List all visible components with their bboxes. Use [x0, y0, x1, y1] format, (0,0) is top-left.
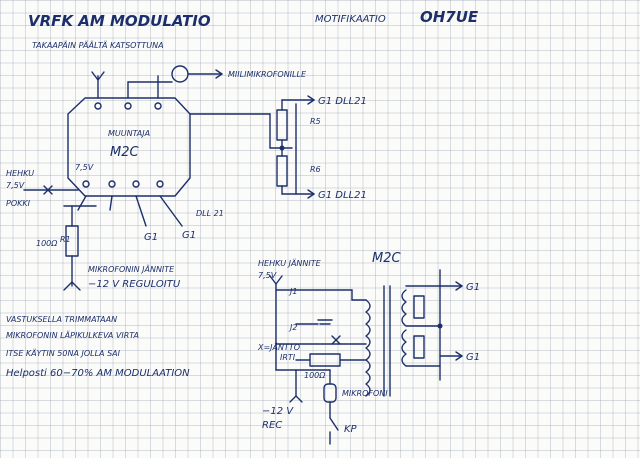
kp-label: KP — [344, 424, 358, 435]
bottom-g1-top: G1 — [466, 282, 480, 293]
g1-a: G1 — [144, 232, 158, 243]
title-modification: MOTIFIKAATIO — [315, 14, 386, 25]
bottom-heater-label: HEHKU JÄNNITE — [258, 258, 322, 268]
top-pin-2-ring — [124, 102, 132, 110]
resistor-sec-2 — [413, 335, 425, 359]
g1-b: G1 — [182, 230, 196, 241]
j2-label: J2 — [288, 323, 297, 332]
r5-label: R5 — [310, 117, 321, 126]
bottom-supply-label: −12 V — [262, 406, 294, 417]
arrow-right-icon — [215, 69, 223, 79]
top-pin-3-ring — [154, 102, 162, 110]
notes-block: VASTUKSELLA TRIMMATAAN MIKROFONIN LÄPIKU… — [6, 315, 190, 379]
chip-part: M2C — [110, 145, 139, 160]
junction-cross-icon — [331, 335, 341, 345]
title-left: VRFK AM MODULATIO — [28, 12, 211, 30]
note-line-3: ITSE KÄYTIN 50NA JOLLA SAI — [6, 348, 121, 358]
microphone-icon — [323, 383, 337, 403]
primary-coil — [365, 299, 371, 397]
pin-label: POKKI — [6, 199, 31, 208]
rec-label: REC — [262, 420, 282, 431]
bottom-transformer: HEHKU JÄNNITE 7,5V M2C J1 J2 X=JÄNTTO IR… — [257, 251, 480, 445]
bottom-mic-label: MIKROFONI — [342, 389, 388, 398]
note-line-1: VASTUKSELLA TRIMMATAAN — [6, 315, 117, 324]
r6-label: R6 — [310, 165, 321, 174]
switch-icon — [329, 417, 339, 431]
antenna-icon — [91, 71, 105, 81]
callsign: OH7UE — [420, 8, 479, 26]
resistor-100-label: 100Ω — [304, 371, 326, 380]
r1-label: R1 — [60, 235, 71, 244]
heater-label: HEHKU — [6, 169, 34, 178]
bottom-g1-bottom: G1 — [466, 352, 480, 363]
top-chip-body — [67, 97, 191, 197]
mic-label: MIILIMIKROFONILLE — [228, 70, 307, 79]
j1-label: J1 — [288, 287, 297, 296]
junction-sub: IRTI — [280, 353, 296, 362]
secondary-coil-2 — [401, 329, 407, 367]
r1-value: 100Ω — [36, 239, 58, 248]
chip-name: MUUNTAJA — [108, 129, 150, 138]
resistor-r6 — [276, 155, 288, 187]
mic-jack-icon — [171, 65, 189, 83]
mic-voltage-label: MIKROFONIN JÄNNITE — [88, 264, 175, 274]
g1-top-label: G1 DLL21 — [318, 96, 367, 107]
regulated-label: −12 V REGULOITU — [88, 279, 181, 290]
junction-label: X=JÄNTTO — [257, 342, 300, 352]
top-transformer: MIILIMIKROFONILLE MUUNTAJA M2C 7,5V G1 G… — [67, 65, 307, 243]
top-pin-1-ring — [94, 102, 102, 110]
heater-input: HEHKU 7,5V POKKI — [6, 169, 97, 208]
note-line-4: Helposti 60−70% AM MODULAATION — [6, 368, 190, 379]
cross-mark-icon — [43, 185, 53, 195]
bottom-heater-voltage: 7,5V — [258, 271, 277, 280]
resistor-sec-1 — [413, 295, 425, 319]
secondary-coil-1 — [401, 289, 407, 327]
subtitle: TAKAAPÄIN PÄÄLTÄ KATSOTTUNA — [32, 40, 164, 50]
arrow-down-icon — [63, 281, 81, 291]
resistor-divider: G1 DLL21 R5 R6 G1 DLL21 — [276, 95, 367, 201]
resistor-100 — [309, 353, 341, 367]
dll-label: DLL 21 — [196, 209, 224, 218]
resistor-r1-group: 100Ω R1 MIKROFONIN JÄNNITE −12 V REGULOI… — [36, 205, 181, 291]
supply-label: 7,5V — [75, 163, 94, 172]
g1-bottom-label: G1 DLL21 — [318, 190, 367, 201]
note-line-2: MIKROFONIN LÄPIKULKEVA VIRTA — [6, 330, 139, 340]
bottom-chip-part: M2C — [372, 251, 401, 266]
heater-voltage: 7,5V — [6, 181, 25, 190]
resistor-r5 — [276, 109, 288, 141]
